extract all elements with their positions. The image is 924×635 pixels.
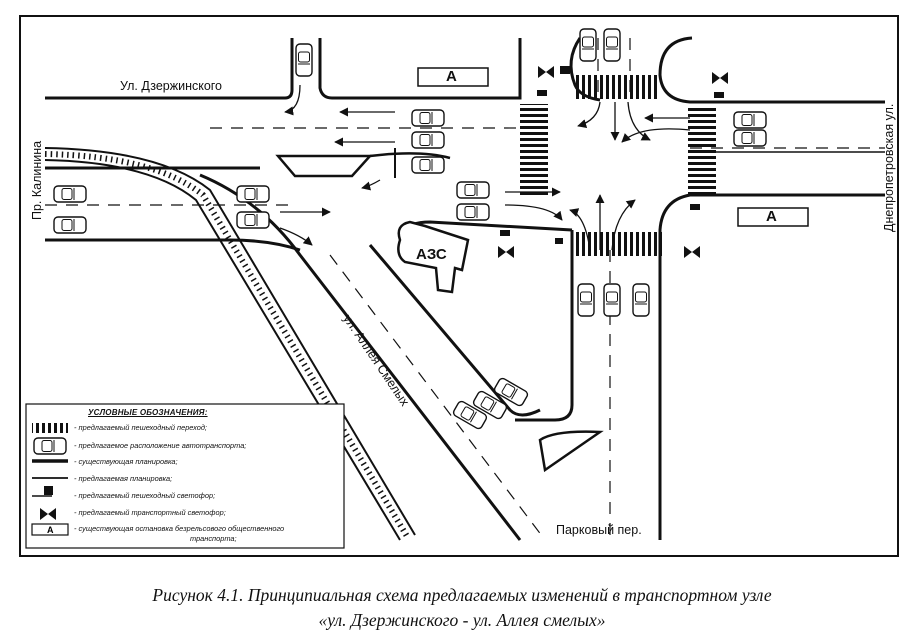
label-dzerzhinskogo: Ул. Дзержинского [120, 79, 223, 93]
legend-item-car: - предлагаемое расположение автотранспор… [74, 441, 247, 450]
curb-alleya-left [199, 173, 522, 541]
figure-caption-line2: «ул. Дзержинского - ул. Аллея смелых» [318, 610, 606, 630]
railway [44, 147, 416, 541]
label-parkovy: Парковый пер. [556, 523, 642, 537]
crosswalk-east [688, 108, 716, 196]
gas-station-azs [397, 220, 470, 294]
legend-title: УСЛОВНЫЕ ОБОЗНАЧЕНИЯ: [88, 408, 208, 417]
curb-triangle-right [515, 230, 574, 422]
legend-item-traffic-light: - предлагаемый транспортный светофор; [74, 508, 226, 517]
bus-stop-east-letter: А [766, 208, 777, 225]
curb-kalinina-bottom [45, 238, 301, 252]
bus-stop-north [417, 67, 489, 87]
curb-se [658, 193, 885, 540]
curb-corner-ne-right [658, 36, 885, 104]
legend-bus-stop-letter: А [47, 525, 54, 535]
legend-item-proposed-layout: - предлагаемая планировка; [74, 474, 173, 483]
movement-arrows [279, 84, 691, 251]
legend-item-pedestrian-light: - предлагаемый пешеходный светофор; [74, 491, 216, 500]
curb-triangle-left [368, 244, 541, 417]
legend-item-existing-layout: - существующая планировка; [74, 457, 178, 466]
bus-stop-east [737, 207, 809, 227]
traffic-lights [498, 66, 728, 258]
outer-frame [19, 15, 899, 557]
label-dnepropetrovskaya: Днепропетровская ул. [882, 103, 896, 232]
curb-dzerzhinskogo-top-left [45, 38, 294, 100]
figure-caption-line1: Рисунок 4.1. Принципиальная схема предла… [152, 585, 772, 605]
bus-stop-north-letter: А [446, 68, 457, 85]
gas-station-label: АЗС [416, 246, 447, 263]
crosswalk-north [575, 75, 660, 99]
legend-item-bus-stop: - существующая остановка безрельсового о… [74, 524, 285, 533]
crosswalk-west [520, 104, 548, 196]
legend-item-crosswalk: - предлагаемый пешеходный переход; [74, 423, 207, 432]
curb-dzerzhinskogo-top-mid [318, 38, 522, 100]
island-bottom [538, 430, 604, 473]
legend-box [25, 403, 345, 549]
label-kalinina: Пр. Калинина [30, 140, 44, 220]
legend-symbols: А [31, 423, 69, 536]
pedestrian-lights [500, 66, 724, 244]
island-triangle [275, 154, 373, 178]
legend-item-bus-stop-cont: транспорта; [190, 534, 237, 543]
crosswalk-south [572, 232, 662, 256]
lane-divider-alleya [329, 254, 546, 541]
